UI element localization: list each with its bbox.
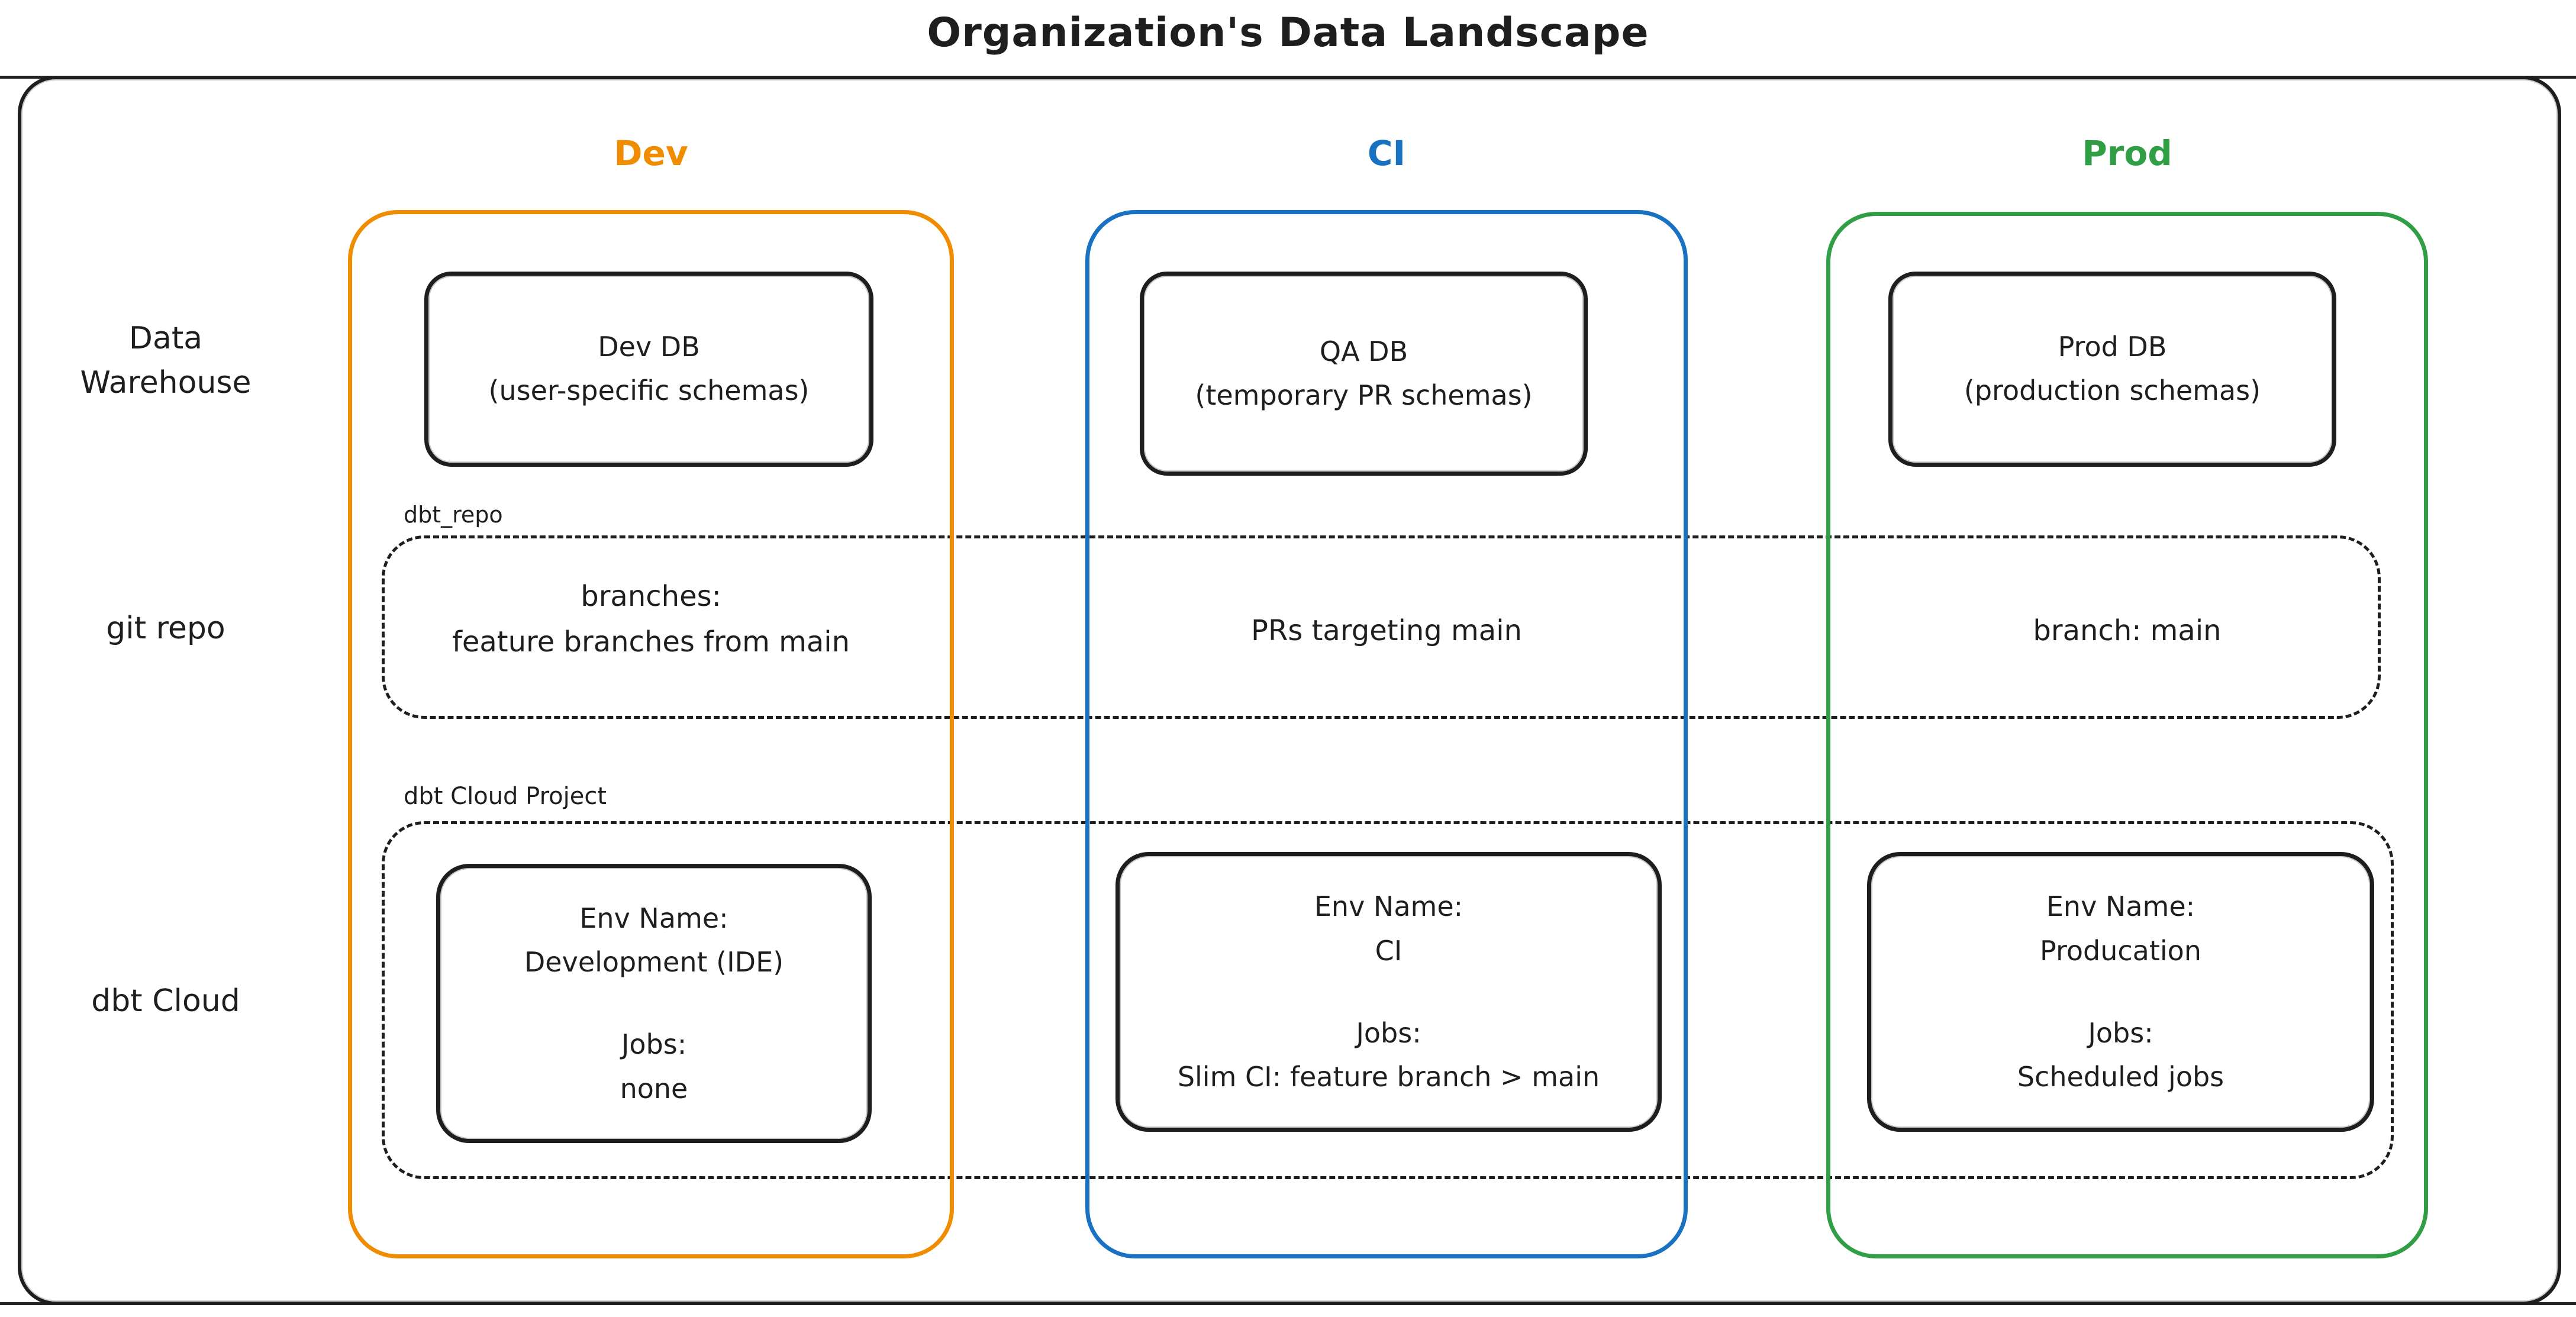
column-header-dev: Dev: [614, 133, 688, 173]
dev-db-subtitle: (user-specific schemas): [488, 375, 810, 406]
qa-db-subtitle: (temporary PR schemas): [1195, 379, 1533, 411]
dev-column-box: [348, 210, 954, 1258]
row-label-dbt-cloud: dbt Cloud: [91, 983, 240, 1019]
prod-env-name-label: Env Name:: [2046, 890, 2195, 923]
ci-git-line1: PRs targeting main: [1251, 614, 1522, 647]
row-label-data-warehouse: Data Warehouse: [80, 321, 252, 401]
prod-env-name: Producation: [2040, 934, 2201, 967]
prod-db-subtitle: (production schemas): [1964, 375, 2261, 406]
dev-env-name: Development (IDE): [524, 946, 784, 979]
prod-git-text: branch: main: [1826, 608, 2428, 654]
prod-column-box: [1826, 212, 2428, 1258]
dev-git-line1: branches:: [581, 580, 721, 613]
prod-jobs-label: Jobs:: [2088, 1016, 2153, 1049]
ci-env-box: Env Name: CI Jobs: Slim CI: feature bran…: [1115, 852, 1662, 1132]
dev-git-line2: feature branches from main: [452, 625, 850, 658]
ci-env-name: CI: [1375, 934, 1403, 967]
dev-db-box: Dev DB (user-specific schemas): [424, 272, 873, 467]
prod-git-line1: branch: main: [2033, 614, 2222, 647]
prod-db-title: Prod DB: [2058, 331, 2167, 363]
git-repo-group-label: dbt_repo: [404, 502, 503, 528]
outer-frame: [18, 76, 2561, 1305]
git-repo-group-box: [382, 535, 2381, 719]
ci-jobs-value: Slim CI: feature branch > main: [1177, 1061, 1600, 1093]
prod-env-box: Env Name: Producation Jobs: Scheduled jo…: [1867, 852, 2374, 1132]
ci-jobs-label: Jobs:: [1356, 1016, 1421, 1049]
row-label-git-repo: git repo: [106, 611, 225, 646]
dev-jobs-value: none: [620, 1072, 688, 1105]
dbt-project-group-label: dbt Cloud Project: [404, 783, 607, 810]
dev-jobs-label: Jobs:: [621, 1028, 687, 1060]
prod-jobs-value: Scheduled jobs: [2017, 1061, 2224, 1093]
ci-git-text: PRs targeting main: [1085, 608, 1688, 654]
prod-db-box: Prod DB (production schemas): [1888, 272, 2336, 467]
dev-env-name-label: Env Name:: [579, 902, 728, 934]
page-title: Organization's Data Landscape: [927, 9, 1649, 56]
dbt-project-group-box: [382, 821, 2394, 1179]
dev-env-box: Env Name: Development (IDE) Jobs: none: [436, 864, 872, 1143]
dev-git-text: branches: feature branches from main: [348, 574, 954, 665]
qa-db-box: QA DB (temporary PR schemas): [1140, 272, 1588, 476]
ci-column-box: [1085, 210, 1688, 1258]
dev-db-title: Dev DB: [598, 331, 700, 363]
qa-db-title: QA DB: [1319, 335, 1408, 367]
column-header-prod: Prod: [2082, 133, 2172, 173]
column-header-ci: CI: [1367, 133, 1406, 173]
ci-env-name-label: Env Name:: [1314, 890, 1463, 923]
